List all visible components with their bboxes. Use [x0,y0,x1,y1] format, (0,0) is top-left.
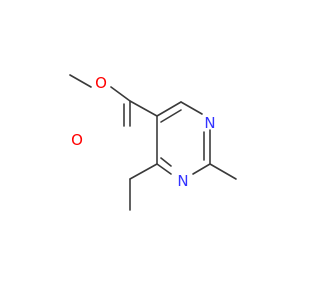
molecule-drawing: O O N N [0,0,300,300]
atom-n1: N [204,114,215,132]
bond-c2-n3 [192,163,211,175]
background [0,0,300,300]
structure-canvas: O O N N [0,0,300,300]
atom-n3: N [177,172,188,190]
atom-o-carbonyl: O [71,131,83,149]
bond-methyl-o [69,74,92,88]
atom-labels: O O N N [71,74,216,190]
bond-o-carbonyl-c [110,86,131,102]
bond-n3-c4 [156,163,172,175]
bond-n3-c4-inner [160,157,172,167]
bond-c5-c6 [156,101,182,117]
bond-c2-methyl [209,163,237,180]
bond-c4-ethyl-ch2 [129,163,158,180]
atom-o-methoxy: O [95,74,107,92]
bonds [69,74,237,211]
bond-c6-n1 [180,101,203,115]
bond-carbonyl-c5 [129,100,158,117]
bond-c5-c6-inner [160,109,182,123]
